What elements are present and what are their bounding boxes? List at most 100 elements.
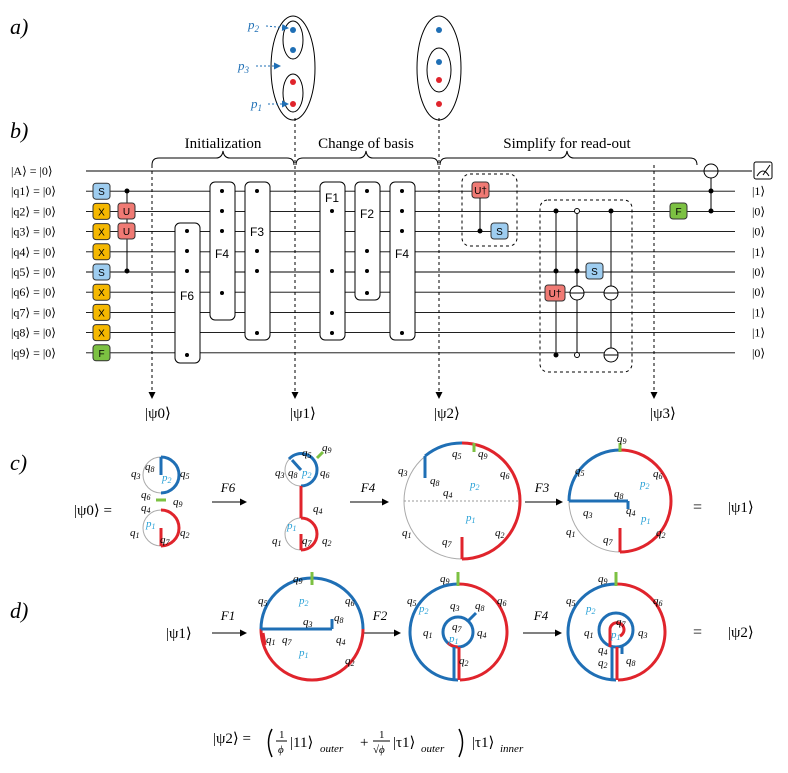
stage-initialization: Initialization (185, 136, 262, 152)
svg-text:q3: q3 (303, 616, 313, 629)
svg-text:q6: q6 (320, 467, 330, 480)
svg-text:F4: F4 (360, 480, 376, 495)
svg-text:q8: q8 (334, 612, 344, 625)
svg-text:p2: p2 (639, 478, 650, 491)
c-rhs: |ψ1⟩ (728, 500, 754, 516)
svg-text:q1: q1 (266, 634, 276, 647)
svg-text:q6: q6 (653, 468, 663, 481)
svg-text:|τ1⟩: |τ1⟩ (393, 735, 415, 751)
svg-text:q1: q1 (272, 535, 282, 548)
svg-text:q1: q1 (423, 627, 433, 640)
svg-text:q8: q8 (430, 475, 440, 488)
circuit-wires: |A⟩ = |0⟩ |q1⟩ = |0⟩ |1⟩ S |q2⟩ = |0⟩ |0⟩ X |q3… (11, 164, 765, 362)
svg-text:F6: F6 (180, 289, 194, 303)
svg-text:q7: q7 (603, 534, 614, 547)
wire-label: |q4⟩ = |0⟩ (11, 245, 56, 259)
stage-braces (151, 150, 698, 166)
single-gate (92, 283, 111, 301)
svg-text:F4: F4 (533, 608, 549, 623)
svg-text:F1: F1 (325, 191, 339, 205)
svg-text:q7: q7 (160, 534, 171, 547)
wire-label: |q2⟩ = |0⟩ (11, 204, 56, 218)
svg-text:|τ1⟩: |τ1⟩ (472, 735, 494, 751)
svg-text:p1: p1 (145, 518, 156, 531)
f3-gate: F3 (244, 181, 271, 341)
svg-text:S: S (496, 227, 503, 238)
svg-text:q7: q7 (616, 616, 627, 629)
svg-text:q8: q8 (614, 488, 624, 501)
svg-text:q2: q2 (345, 655, 355, 668)
d-lhs: |ψ1⟩ (166, 626, 192, 642)
wire-output: |1⟩ (752, 184, 765, 198)
svg-text:1: 1 (379, 729, 385, 741)
svg-text:1: 1 (279, 729, 285, 741)
wire-output: |1⟩ (752, 305, 765, 319)
wire-output: |0⟩ (752, 265, 765, 279)
single-gate (92, 243, 111, 261)
single-gate-label: X (98, 329, 105, 340)
svg-text:outer: outer (421, 743, 445, 755)
svg-text:p2: p2 (161, 472, 172, 485)
single-gate-label: X (98, 207, 105, 218)
svg-text:p1: p1 (640, 513, 651, 526)
wire-label: |q1⟩ = |0⟩ (11, 184, 56, 198)
svg-text:F4: F4 (215, 247, 229, 261)
svg-text:q8: q8 (626, 655, 636, 668)
svg-text:q6: q6 (345, 595, 355, 608)
d-equals: = (693, 624, 702, 641)
svg-text:q5: q5 (452, 448, 462, 461)
svg-text:q9: q9 (617, 433, 627, 446)
panel-label-b: b) (10, 118, 28, 143)
wire-label: |A⟩ = |0⟩ (11, 164, 53, 178)
svg-text:q1: q1 (584, 627, 594, 640)
f1-gate: F1 (319, 181, 346, 341)
udag-s-block: U† S (461, 173, 518, 247)
svg-text:U†: U† (474, 186, 487, 197)
f4-gate-init: F4 (209, 181, 236, 321)
single-gate (92, 303, 111, 321)
svg-text:q1: q1 (130, 527, 140, 540)
anyon-labels: p2 p3 p1 (237, 17, 289, 113)
single-gate (92, 324, 111, 342)
svg-text:|11⟩: |11⟩ (290, 735, 313, 751)
svg-text:p1: p1 (448, 633, 459, 646)
svg-text:q3: q3 (131, 468, 141, 481)
wire-label: |q9⟩ = |0⟩ (11, 346, 56, 360)
c-diagram-1: q3 q8 p2 q5 q6 q4 q9 p1 q1 q7 q2 (130, 455, 190, 548)
svg-text:q5: q5 (407, 595, 417, 608)
wire-label: |q6⟩ = |0⟩ (11, 285, 56, 299)
svg-text:+: + (360, 735, 368, 751)
single-gate (92, 223, 111, 241)
svg-text:ϕ: ϕ (278, 744, 284, 756)
svg-text:q7: q7 (282, 634, 293, 647)
wire-label: |q3⟩ = |0⟩ (11, 225, 56, 239)
svg-text:q6: q6 (497, 595, 507, 608)
f6-gate: F6 (174, 222, 201, 364)
single-gate (92, 202, 111, 220)
svg-text:p2: p2 (418, 603, 429, 616)
svg-text:q2: q2 (495, 527, 505, 540)
psi3-label: |ψ3⟩ (650, 406, 676, 422)
wire-label: |q7⟩ = |0⟩ (11, 305, 56, 319)
svg-text:U: U (123, 227, 130, 238)
svg-text:F4: F4 (395, 247, 409, 261)
single-gate-label: X (98, 308, 105, 319)
psi1-label: |ψ1⟩ (290, 406, 316, 422)
final-gates: F (669, 163, 719, 220)
single-gate-label: X (98, 248, 105, 259)
svg-text:q8: q8 (288, 467, 298, 480)
svg-text:q6: q6 (500, 468, 510, 481)
panel-label-c: c) (10, 450, 27, 475)
svg-text:q9: q9 (293, 573, 303, 586)
psi2-label: |ψ2⟩ (434, 406, 460, 422)
f4-gate-basis: F4 (389, 181, 416, 341)
svg-text:q2: q2 (598, 657, 608, 670)
single-gate (92, 263, 111, 281)
wire-label: |q5⟩ = |0⟩ (11, 265, 56, 279)
svg-text:√ϕ: √ϕ (373, 744, 385, 756)
svg-text:q3: q3 (398, 465, 408, 478)
svg-text:q1: q1 (566, 526, 576, 539)
svg-text:q8: q8 (145, 461, 155, 474)
d-arrows: F1 F2 F4 (212, 608, 562, 637)
